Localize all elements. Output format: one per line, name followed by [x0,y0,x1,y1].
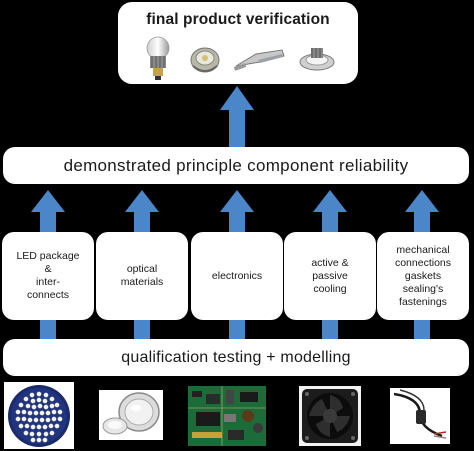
led-module-icon [190,47,220,73]
led-array-photo [4,382,74,449]
up-arrow-5 [405,190,439,242]
arrow-stem-1 [40,318,56,340]
led-bulb-icon [146,36,170,80]
component-box-electronics: electronics [191,232,283,320]
component-box-optical-materials: optical materials [96,232,188,320]
up-arrow-1 [31,190,65,242]
component-label-cooling: active & passive cooling [311,256,349,295]
demonstrated-reliability-box: demonstrated principle component reliabi… [3,147,469,184]
downlight-icon [299,48,335,71]
arrow-stem-2 [134,318,150,340]
arrow-stem-3 [229,318,245,340]
component-box-cooling: active & passive cooling [284,232,376,320]
optical-lens-photo [99,390,163,440]
cable-connector-photo [390,388,450,444]
up-arrow-3 [220,190,254,242]
component-box-led-package: LED package & inter- connects [2,232,94,320]
qualification-testing-box: qualification testing + modelling [3,339,469,376]
cooling-fan-photo [299,386,361,446]
circuit-board-photo [188,386,266,446]
up-arrow-top [220,86,254,148]
product-images-row [140,35,336,81]
component-label-optical-materials: optical materials [120,263,164,288]
arrow-stem-4 [322,318,338,340]
arrow-stem-5 [414,318,430,340]
street-light-icon [234,49,285,71]
final-product-title: final product verification [146,11,330,28]
component-label-electronics: electronics [211,269,263,282]
component-label-led-package: LED package & inter- connects [16,250,80,301]
component-box-mechanical: mechanical connections gaskets sealing's… [377,232,469,320]
up-arrow-2 [125,190,159,242]
component-label-mechanical: mechanical connections gaskets sealing's… [394,243,452,308]
up-arrow-4 [313,190,347,242]
final-product-verification-box: final product verification [118,2,358,84]
